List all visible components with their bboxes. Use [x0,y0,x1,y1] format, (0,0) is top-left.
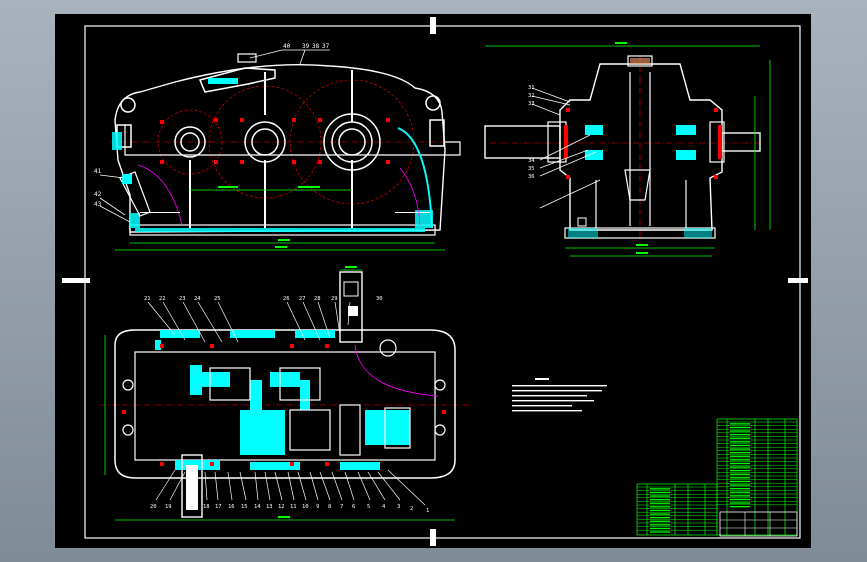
parts-list-cell-text [730,423,750,425]
parts-list-cell-text [730,452,750,454]
top-view-lower-labels: 20 19 18 17 16 15 14 13 12 11 10 9 8 7 6… [150,504,429,514]
parts-list-cell-text [650,488,670,490]
parts-list-cell-text [730,506,750,508]
bottom-label-4: 4 [382,504,386,510]
bottom-label-17: 17 [215,504,222,510]
parts-list-cell-text [730,462,750,465]
front-label-37: 37 [322,43,330,50]
parts-list-cell-text [730,491,750,493]
front-view: 40 39 38 37 41 42 43 [94,43,462,251]
parts-list-cell-text [650,499,670,501]
parts-list-cell-text [650,527,670,530]
front-label-41: 41 [94,168,102,175]
center-mark-left [62,278,90,283]
top-label-30: 30 [376,296,383,302]
parts-list-cell-text [730,426,750,429]
side-view: 31 32 33 34 35 36 [484,42,771,257]
bottom-label-8: 8 [328,504,331,510]
bottom-label-12: 12 [278,504,285,510]
bottom-label-3: 3 [397,504,400,510]
bottom-label-13: 13 [266,504,273,510]
parts-list-cell-text [650,524,670,526]
bottom-label-15: 15 [241,504,248,510]
bottom-label-16: 16 [228,504,235,510]
parts-list-cell-text [730,430,750,432]
top-view-upper-labels: 21 22 23 24 25 26 27 28 29 30 [144,296,383,302]
parts-list-cell-text [730,441,750,443]
parts-list-cell-text [730,484,750,486]
side-label-34: 34 [528,158,535,164]
parts-list-cell-text [650,513,670,515]
front-label-43: 43 [94,201,102,208]
parts-list-cell-text [650,531,670,533]
top-label-23: 23 [179,296,186,302]
side-label-31: 31 [528,85,535,91]
top-label-25: 25 [214,296,221,302]
bottom-label-10: 10 [302,504,309,510]
top-label-22: 22 [159,296,166,302]
parts-list-cell-text [730,437,750,439]
parts-list-cell-text [730,448,750,450]
bottom-label-5: 5 [367,504,370,510]
title-block [719,511,798,537]
center-mark-bottom [430,529,436,546]
top-label-21: 21 [144,296,151,302]
front-label-38: 38 [312,43,320,50]
side-label-36: 36 [528,174,535,180]
top-label-24: 24 [194,296,201,302]
side-label-32: 32 [528,93,535,99]
parts-list-rows [637,421,797,533]
parts-list-cell-text [650,502,670,504]
top-label-26: 26 [283,296,290,302]
parts-list-cell-text [730,473,750,475]
parts-list-cell-text [650,491,670,494]
parts-list-cell-text [650,517,670,519]
bottom-label-19: 19 [165,504,172,510]
top-label-29: 29 [331,296,338,302]
parts-list-cell-text [730,502,750,504]
top-label-28: 28 [314,296,321,302]
parts-list-cell-text [730,480,750,483]
bottom-label-14: 14 [254,504,261,510]
parts-list-cell-text [730,444,750,447]
parts-list-cell-text [650,506,670,508]
bottom-label-11: 11 [290,504,297,510]
bottom-label-2: 2 [410,506,413,512]
parts-list-cell-text [650,509,670,512]
parts-list-cell-text [650,495,670,497]
bottom-label-1: 1 [426,508,429,514]
parts-list-cell-text [730,455,750,457]
parts-list-cell-text [650,520,670,522]
bottom-label-18: 18 [203,504,210,510]
front-label-39: 39 [302,43,310,50]
parts-list-cell-text [730,498,750,501]
top-label-27: 27 [299,296,306,302]
bottom-label-20: 20 [150,504,157,510]
parts-list-cell-text [730,477,750,479]
bottom-label-9: 9 [316,504,319,510]
front-label-42: 42 [94,191,102,198]
side-label-35: 35 [528,166,535,172]
front-label-40: 40 [283,43,291,50]
technical-notes [512,378,607,412]
parts-list-cell-text [730,434,750,436]
parts-list-cell-text [730,459,750,461]
top-view: 21 22 23 24 25 26 27 28 29 30 20 19 [100,266,470,521]
bottom-label-6: 6 [352,504,355,510]
bottom-label-7: 7 [340,504,343,510]
center-mark-top [430,17,436,34]
side-label-33: 33 [528,101,535,107]
drawing-sheet-background [55,14,811,548]
parts-list-cell-text [730,495,750,497]
center-mark-right [788,278,808,283]
parts-list-cell-text [730,466,750,468]
parts-list-cell-text [730,488,750,490]
parts-list-cell-text [730,470,750,472]
